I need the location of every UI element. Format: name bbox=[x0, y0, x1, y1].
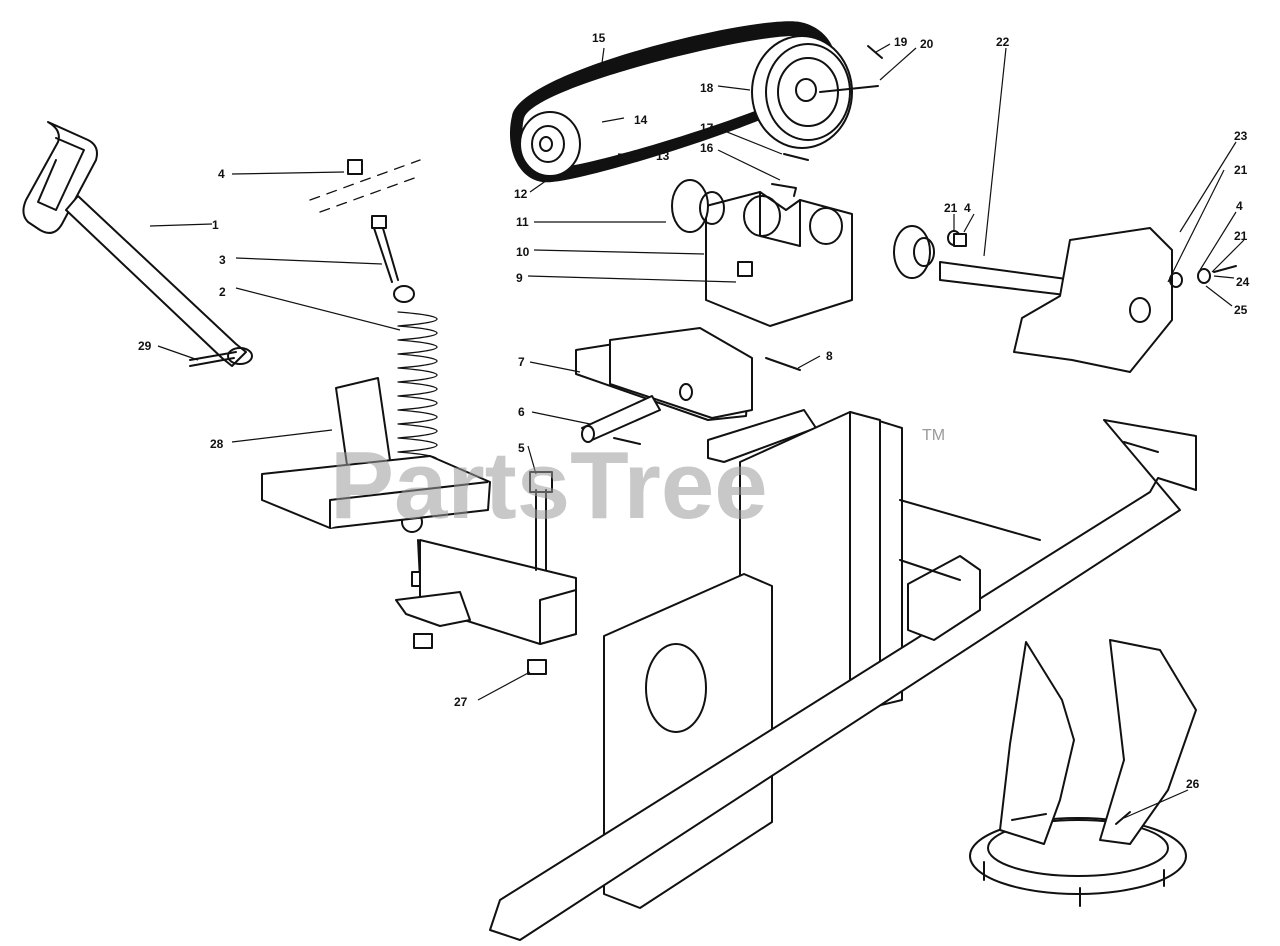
callout-17: 17 bbox=[700, 121, 714, 135]
pivot-shaft-part bbox=[575, 327, 817, 463]
handle-part bbox=[22, 121, 253, 367]
callout-14: 14 bbox=[634, 113, 648, 127]
leader-lines bbox=[149, 43, 1245, 819]
watermark-text: PartsTree bbox=[330, 432, 768, 539]
callout-22: 22 bbox=[996, 35, 1010, 49]
belt-and-pulleys bbox=[509, 21, 883, 183]
chute-part bbox=[969, 639, 1197, 907]
callout-3: 3 bbox=[219, 253, 226, 267]
bearing-housing-part bbox=[671, 153, 935, 327]
callout-1: 1 bbox=[212, 218, 219, 232]
callout-13: 13 bbox=[656, 149, 670, 163]
shaft-and-cover bbox=[939, 227, 1237, 373]
callout-5: 5 bbox=[518, 441, 525, 455]
callout-4: 4 bbox=[218, 167, 225, 181]
callout-6: 6 bbox=[518, 405, 525, 419]
callout-20: 20 bbox=[920, 37, 934, 51]
callout-26: 26 bbox=[1186, 777, 1200, 791]
callout-25: 25 bbox=[1234, 303, 1248, 317]
frame-part bbox=[489, 411, 1197, 941]
callout-8: 8 bbox=[826, 349, 833, 363]
callout-21c: 21 bbox=[1234, 229, 1248, 243]
watermark-trademark: TM bbox=[922, 427, 945, 444]
callout-18: 18 bbox=[700, 81, 714, 95]
callout-23: 23 bbox=[1234, 129, 1248, 143]
callout-27: 27 bbox=[454, 695, 468, 709]
pivot-bracket-part bbox=[261, 377, 577, 675]
callout-29: 29 bbox=[138, 339, 152, 353]
callout-16: 16 bbox=[700, 141, 714, 155]
callout-4b: 4 bbox=[1236, 199, 1243, 213]
callout-24: 24 bbox=[1236, 275, 1250, 289]
callout-12: 12 bbox=[514, 187, 528, 201]
callout-4c: 4 bbox=[964, 201, 971, 215]
callout-7: 7 bbox=[518, 355, 525, 369]
callout-11: 11 bbox=[516, 215, 529, 229]
callout-labels: 1 2 3 4 5 6 7 8 9 10 11 12 13 14 15 16 1… bbox=[138, 31, 1250, 791]
callout-9: 9 bbox=[516, 271, 523, 285]
callout-15: 15 bbox=[592, 31, 606, 45]
callout-19: 19 bbox=[894, 35, 908, 49]
callout-21b: 21 bbox=[1234, 163, 1248, 177]
callout-28: 28 bbox=[210, 437, 224, 451]
callout-21a: 21 bbox=[944, 201, 958, 215]
callout-10: 10 bbox=[516, 245, 530, 259]
callout-2: 2 bbox=[219, 285, 226, 299]
